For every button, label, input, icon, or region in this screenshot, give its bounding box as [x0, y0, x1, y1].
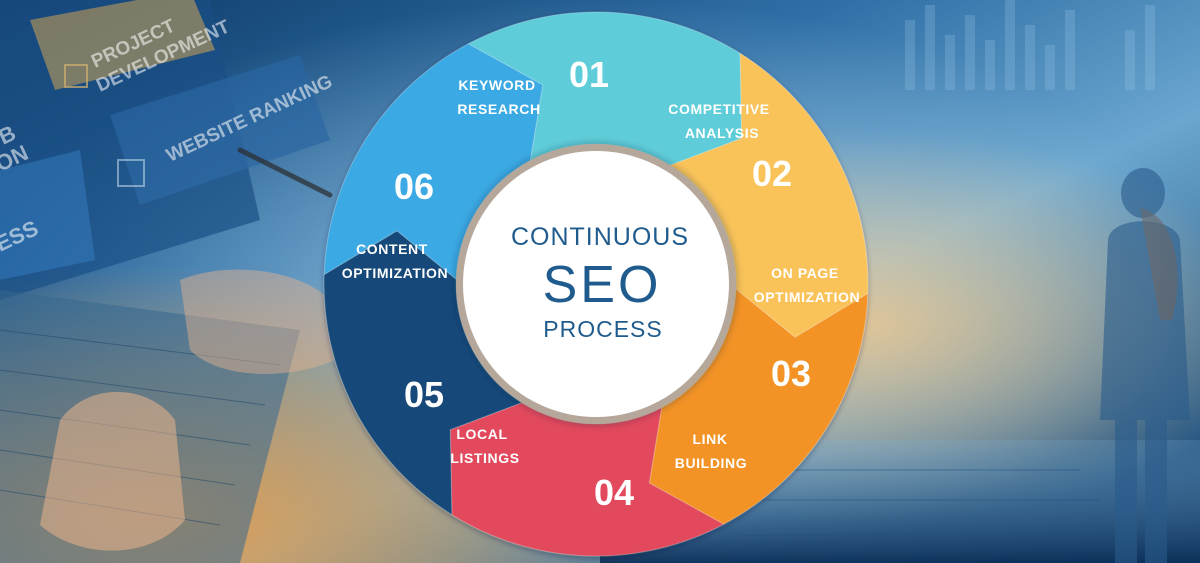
step-06-number: 06 — [394, 166, 434, 207]
step-04-number: 04 — [594, 472, 634, 513]
step-03-label-line2: OPTIMIZATION — [754, 289, 861, 305]
step-02-label-line2: ANALYSIS — [685, 125, 759, 141]
step-06-label-line2: OPTIMIZATION — [342, 265, 449, 281]
hub-title-line2: SEO — [543, 256, 662, 314]
step-01-label-line1: KEYWORD — [458, 77, 535, 93]
step-01-label-line2: RESEARCH — [457, 101, 540, 117]
hub-title-line3: PROCESS — [543, 316, 662, 342]
step-03: ON PAGE OPTIMIZATION 03 — [754, 265, 861, 394]
step-02-number: 02 — [752, 153, 792, 194]
step-02-label-line1: COMPETITIVE — [668, 101, 770, 117]
step-04: LINK BUILDING 04 — [594, 431, 747, 513]
hub-title-line1: CONTINUOUS — [511, 223, 689, 251]
step-05-number: 05 — [404, 374, 444, 415]
step-04-label-line1: LINK — [692, 431, 727, 447]
step-03-label-line1: ON PAGE — [771, 265, 839, 281]
hub: CONTINUOUS SEO PROCESS — [456, 144, 736, 424]
step-01-number: 01 — [569, 54, 609, 95]
step-05-label-line2: LISTINGS — [450, 450, 519, 466]
step-02: COMPETITIVE ANALYSIS 02 — [668, 101, 792, 194]
step-03-number: 03 — [771, 353, 811, 394]
step-05-label-line1: LOCAL — [456, 426, 507, 442]
step-06: CONTENT OPTIMIZATION 06 — [342, 166, 449, 281]
hub-disc — [463, 151, 729, 417]
step-05: LOCAL LISTINGS 05 — [404, 374, 519, 466]
step-01: KEYWORD RESEARCH 01 — [457, 54, 609, 117]
step-04-label-line2: BUILDING — [675, 455, 747, 471]
step-06-label-line1: CONTENT — [356, 241, 428, 257]
